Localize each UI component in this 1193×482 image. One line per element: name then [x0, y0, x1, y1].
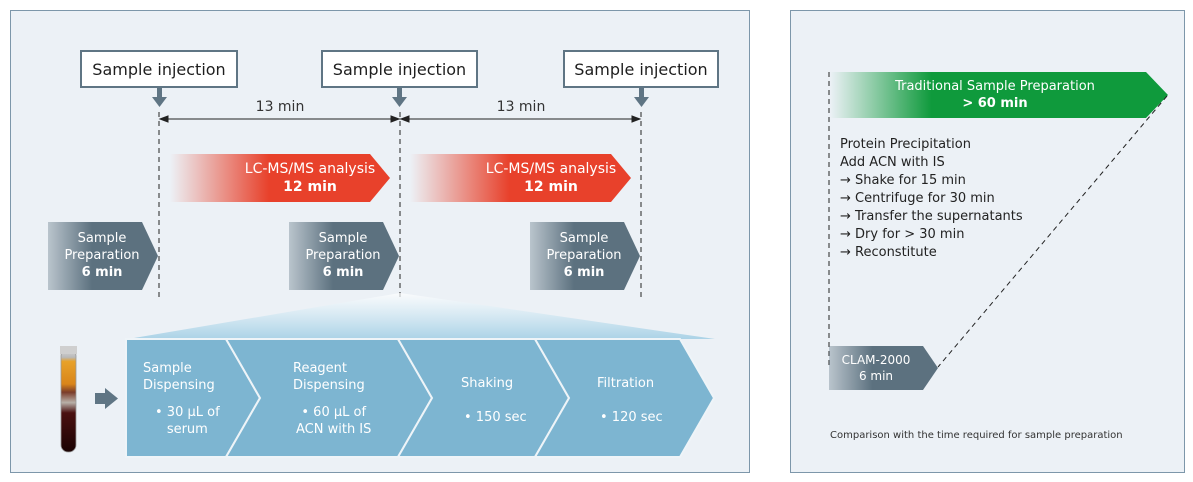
timeline-dashes [158, 112, 642, 298]
step-detail-2: • 60 µL of ACN with IS [296, 404, 371, 438]
protocol-step: → Reconstitute [840, 245, 937, 260]
arrow-right-icon [95, 388, 118, 409]
protocol-step: Protein Precipitation [840, 137, 971, 152]
protocol-step: → Shake for 15 min [840, 173, 966, 188]
step-title-line: Reagent [293, 361, 347, 376]
protocol-step: Add ACN with IS [840, 155, 945, 170]
clam-label: CLAM-2000 6 min [831, 352, 921, 384]
prep-arrow-2 [289, 222, 399, 290]
protocol-step: → Centrifuge for 30 min [840, 191, 995, 206]
protocol-step: → Transfer the supernatants [840, 209, 1023, 224]
injection-label: Sample injection [92, 59, 226, 79]
step-detail-1: • 30 µL of serum [155, 404, 220, 438]
clam-arrow [829, 346, 938, 390]
injection-box-3: Sample injection [563, 50, 719, 88]
clam-name: CLAM-2000 [841, 353, 911, 367]
lcms-arrow-2 [410, 154, 631, 202]
injection-label: Sample injection [574, 59, 708, 79]
step-title-line: Dispensing [143, 378, 215, 393]
interval-label-1: 13 min [255, 99, 305, 115]
lcms-time: 12 min [283, 179, 337, 195]
traditional-label: Traditional Sample Preparation > 60 min [860, 78, 1130, 112]
protocol-step: → Dry for > 30 min [840, 227, 965, 242]
lcms-time: 12 min [524, 179, 578, 195]
prep-line2: Preparation [64, 248, 140, 263]
prep-label-1: Sample Preparation 6 min [52, 230, 152, 281]
protocol-list: Protein Precipitation Add ACN with IS → … [840, 136, 1023, 262]
injection-box-1: Sample injection [80, 50, 238, 88]
prep-line2: Preparation [546, 248, 622, 263]
step-title-line: Sample [143, 361, 192, 376]
process-chevrons [125, 338, 716, 458]
clam-time: 6 min [858, 369, 894, 383]
prep-time: 6 min [563, 265, 605, 280]
injection-box-2: Sample injection [321, 50, 478, 88]
traditional-title: Traditional Sample Preparation [895, 79, 1095, 94]
lcms-arrow-1 [170, 154, 390, 202]
traditional-time: > 60 min [962, 96, 1028, 111]
step-detail-line: serum [166, 422, 208, 437]
step-detail-line: ACN with IS [296, 422, 372, 437]
step-title-3: Shaking [461, 376, 514, 391]
prep-label-2: Sample Preparation 6 min [293, 230, 393, 281]
prep-time: 6 min [322, 265, 364, 280]
lcms-title: LC-MS/MS analysis [485, 161, 617, 177]
zoom-fan [128, 293, 715, 339]
traditional-arrow [830, 72, 1168, 118]
prep-line1: Sample [559, 231, 609, 246]
step-title-1: Sample Dispensing [143, 360, 215, 394]
prep-line2: Preparation [305, 248, 381, 263]
lcms-label-2: LC-MS/MS analysis 12 min [481, 160, 621, 196]
lcms-label-1: LC-MS/MS analysis 12 min [240, 160, 380, 196]
step-detail-3: • 150 sec [464, 410, 527, 425]
blood-tube [60, 346, 77, 453]
prep-arrow-3 [530, 222, 640, 290]
injection-arrows [152, 86, 649, 107]
step-title-4: Filtration [597, 376, 655, 391]
prep-line1: Sample [318, 231, 368, 246]
figure-caption: Comparison with the time required for sa… [830, 430, 1123, 441]
step-title-2: Reagent Dispensing [293, 360, 365, 394]
interval-markers [158, 115, 642, 123]
step-detail-line: • 30 µL of [155, 405, 220, 420]
prep-label-3: Sample Preparation 6 min [534, 230, 634, 281]
prep-line1: Sample [77, 231, 127, 246]
lcms-title: LC-MS/MS analysis [244, 161, 376, 177]
step-title-line: Dispensing [293, 378, 365, 393]
injection-label: Sample injection [332, 59, 467, 79]
step-detail-4: • 120 sec [600, 410, 663, 425]
interval-label-2: 13 min [496, 99, 546, 115]
prep-arrow-1 [48, 222, 158, 290]
step-detail-line: • 60 µL of [301, 405, 367, 420]
prep-time: 6 min [81, 265, 123, 280]
